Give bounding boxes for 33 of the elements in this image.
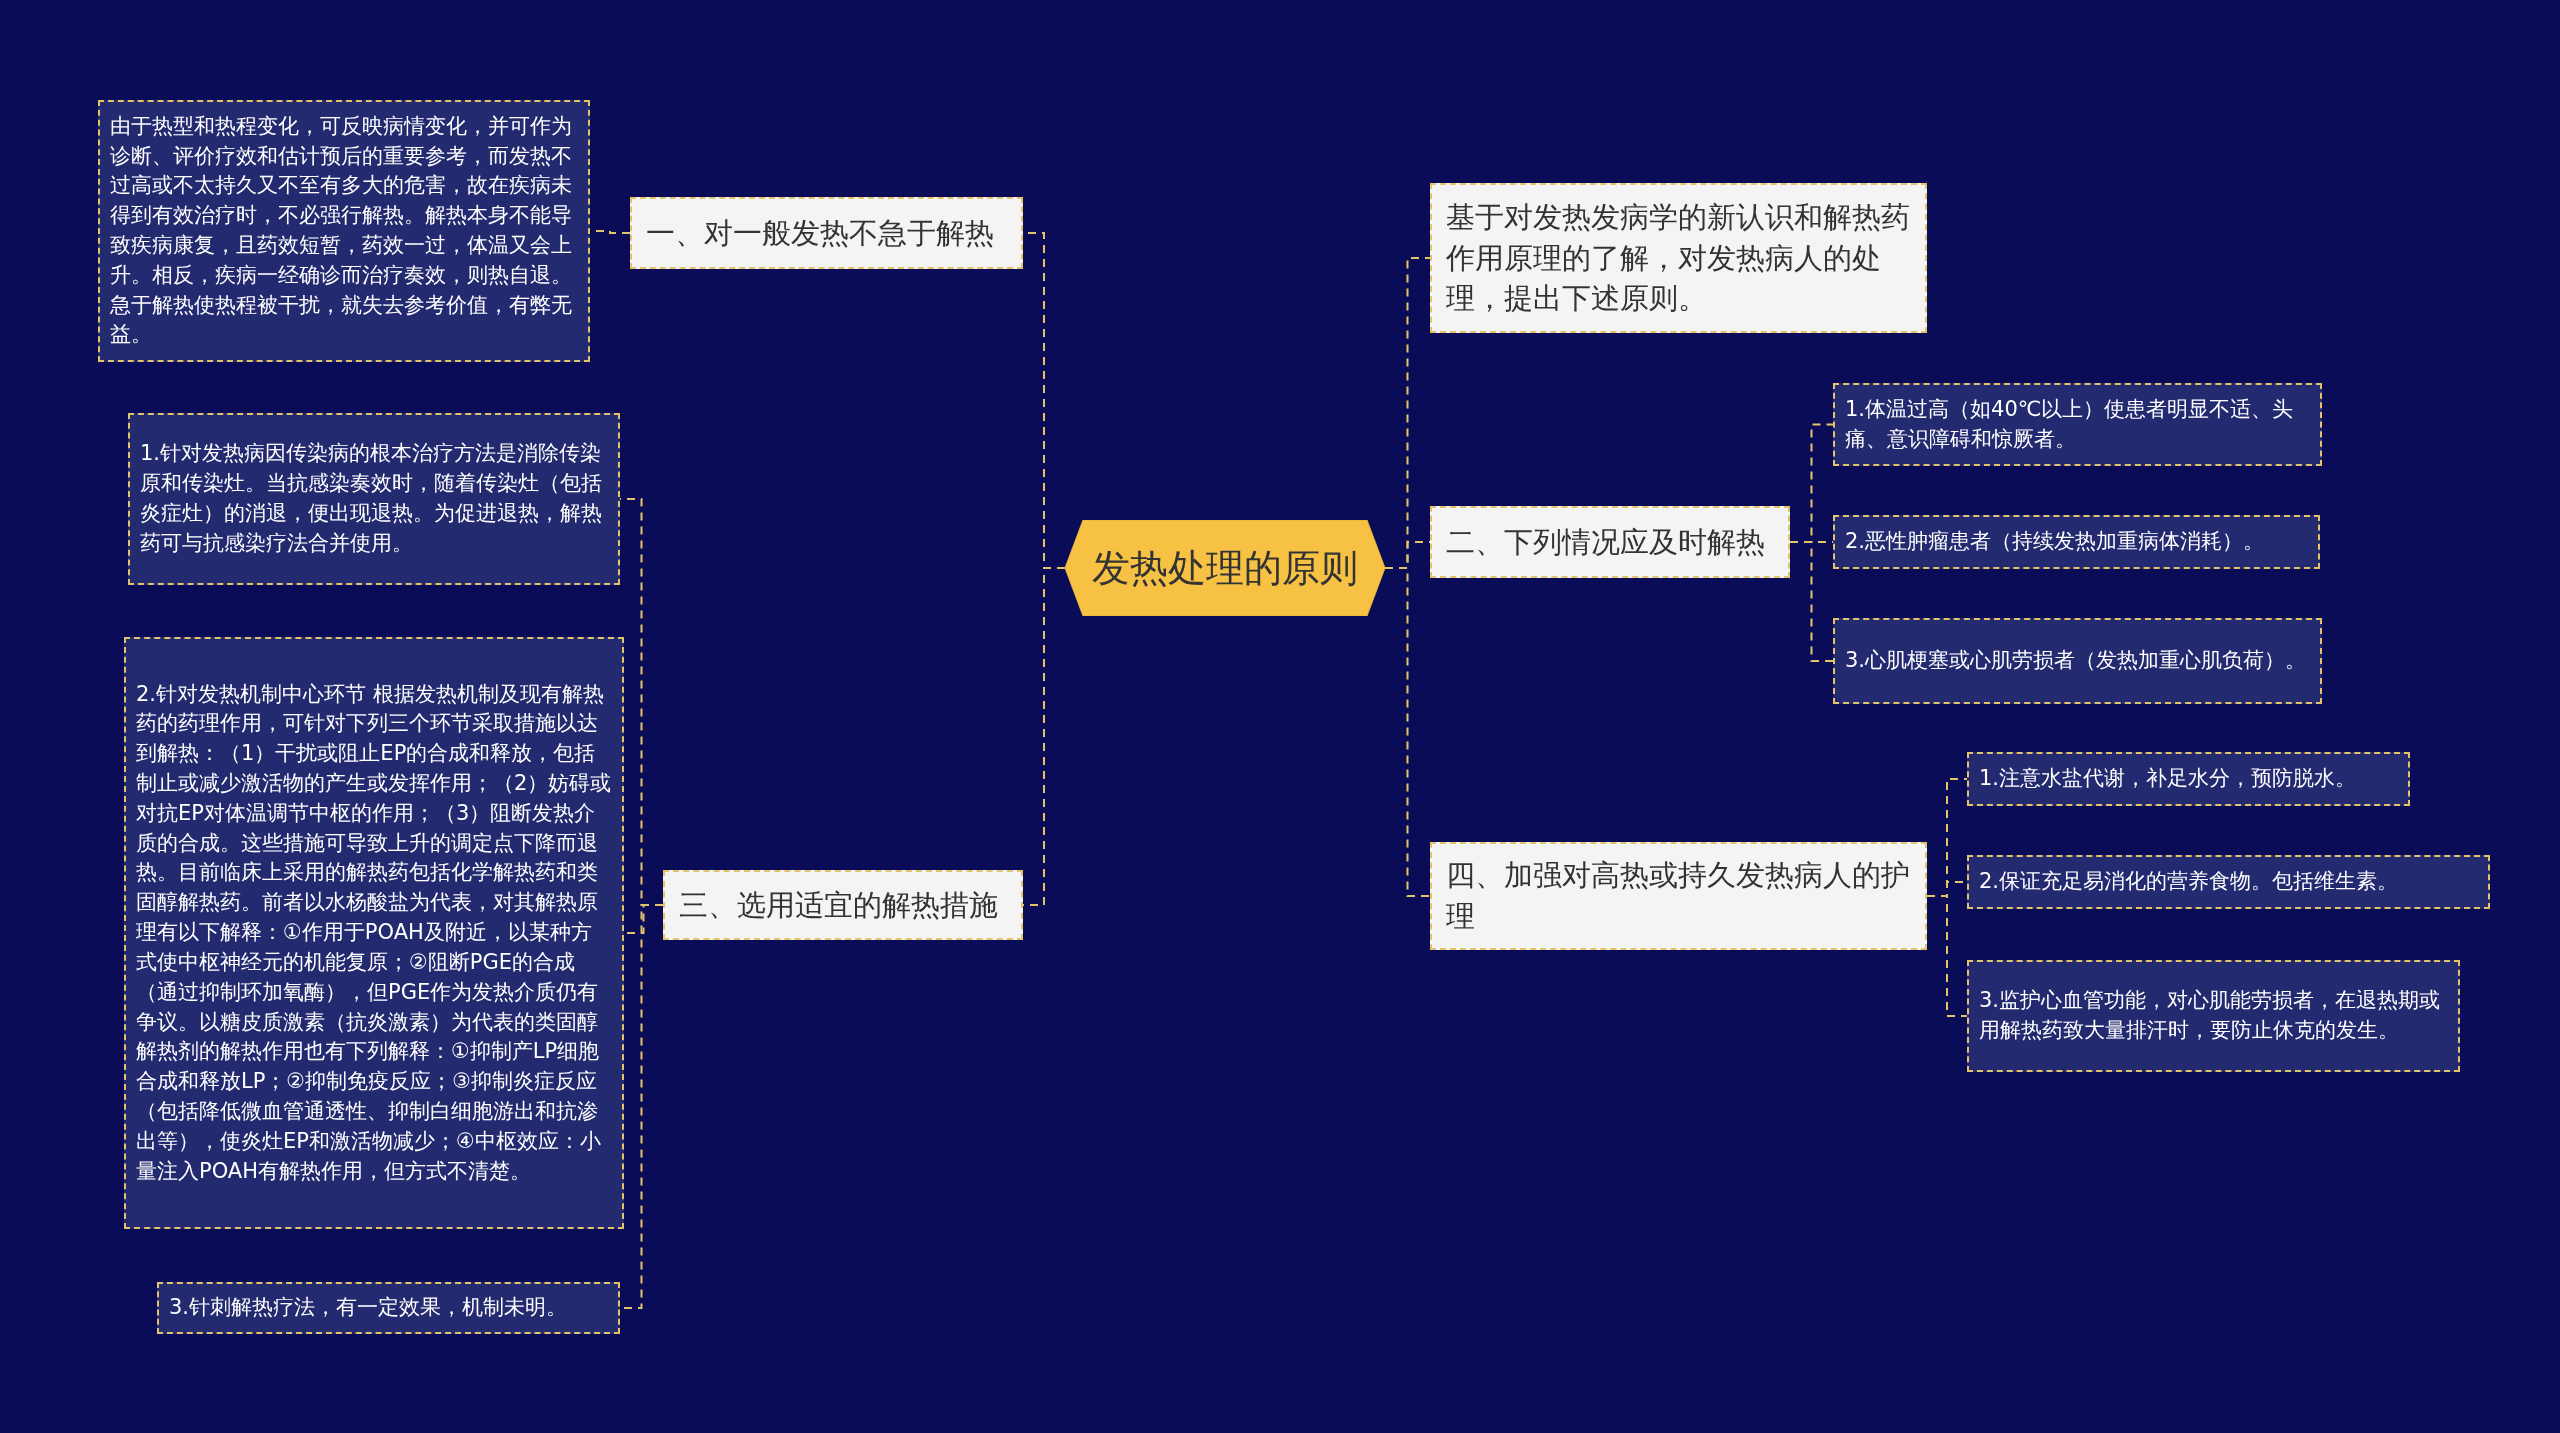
- node-text: 3.针刺解热疗法，有一定效果，机制未明。: [169, 1294, 568, 1322]
- node-text: 1.注意水盐代谢，补足水分，预防脱水。: [1979, 765, 2357, 793]
- topic-box: [1430, 183, 1927, 333]
- node-text: 二、下列情况应及时解热: [1446, 523, 1765, 561]
- node-text: 2.针对发热机制中心环节 根据发热机制及现有解热药的药理作用，可针对下列三个环节采取措施以达到解热：（1）干扰或阻止EP的合成和释放，包括制止或减少激活物的产生或发挥作用；（2）妨碍或对抗EP对体温调节中枢的作用；（3）阻断发热介质的合成。这些措施可导致上升的调定点下降而退热。目前临床上采用的解热药包括化学解热药和类固醇解热药。前者以水杨酸盐为代表，对其解热原理有以下解释：①作用于POAH及附近，以某种方式使中枢神经元的机能复原；②阻断PGE的合成（通过抑制环加氧酶），但PGE作为发热介质仍有争议。以糖皮质激素（抗炎激素）为代表的类固醇解热剂的解热作用也有下列解释：①抑制产LP细胞合成和释放LP；②抑制免疫反应；③抑制炎症反应（包括降低微血管通透性、抑制白细胞游出和抗渗出等），使炎灶EP和激活物减少；④中枢效应：小量注入POAH有解热作用，但方式不清楚。: [136, 680, 612, 1185]
- detail-box: [124, 637, 624, 1229]
- node-text: 由于热型和热程变化，可反映病情变化，并可作为诊断、评价疗效和估计预后的重要参考，而发热不过高或不太持久又不至有多大的危害，故在疾病未得到有效治疗时，不必强行解热。解热本身不能导致疾病康复，且药效短暂，药效一过，体温又会上升。相反，疾病一经确诊而治疗奏效，则热自退。急于解热使热程被干扰，就失去参考价值，有弊无益。: [110, 112, 573, 349]
- topic-box: [663, 870, 1023, 940]
- node-text: 1.针对发热病因传染病的根本治疗方法是消除传染原和传染灶。当抗感染奏效时，随着传染灶（包括炎症灶）的消退，便出现退热。为促进退热，解热药可与抗感染疗法合并使用。: [140, 440, 603, 557]
- node-text: 2.保证充足易消化的营养食物。包括维生素。: [1979, 868, 2399, 896]
- node-text: 2.恶性肿瘤患者（持续发热加重病体消耗）。: [1845, 528, 2265, 556]
- node-text: 1.体温过高（如40℃以上）使患者明显不适、头痛、意识障碍和惊厥者。: [1845, 395, 2295, 453]
- detail-box: [157, 1282, 620, 1334]
- connector: [1789, 541, 1834, 662]
- node-text: 3.心肌梗塞或心肌劳损者（发热加重心肌负荷）。: [1845, 647, 2307, 675]
- central-topic: 发热处理的原则: [1092, 544, 1358, 592]
- detail-box: [1967, 752, 2410, 806]
- detail-box: [1833, 515, 2320, 569]
- node-text: 三、选用适宜的解热措施: [679, 886, 998, 924]
- topic-box: [630, 197, 1023, 269]
- detail-box: [1967, 960, 2460, 1072]
- node-text: 四、加强对高热或持久发热病人的护理: [1446, 857, 1911, 935]
- detail-box: [1833, 383, 2322, 466]
- node-text: 基于对发热发病学的新认识和解热药作用原理的了解，对发热病人的处理，提出下述原则。: [1446, 199, 1911, 318]
- topic-box: [1430, 842, 1927, 950]
- detail-box: [1833, 618, 2322, 704]
- connector: [1384, 567, 1431, 897]
- detail-box: [1967, 855, 2490, 909]
- detail-box: [128, 413, 620, 585]
- node-text: 3.监护心血管功能，对心肌能劳损者，在退热期或用解热药致大量排汗时，要防止休克的发生。: [1979, 987, 2442, 1044]
- node-text: 一、对一般发热不急于解热: [646, 214, 994, 252]
- connector: [1926, 895, 1968, 1017]
- topic-box: [1430, 506, 1790, 578]
